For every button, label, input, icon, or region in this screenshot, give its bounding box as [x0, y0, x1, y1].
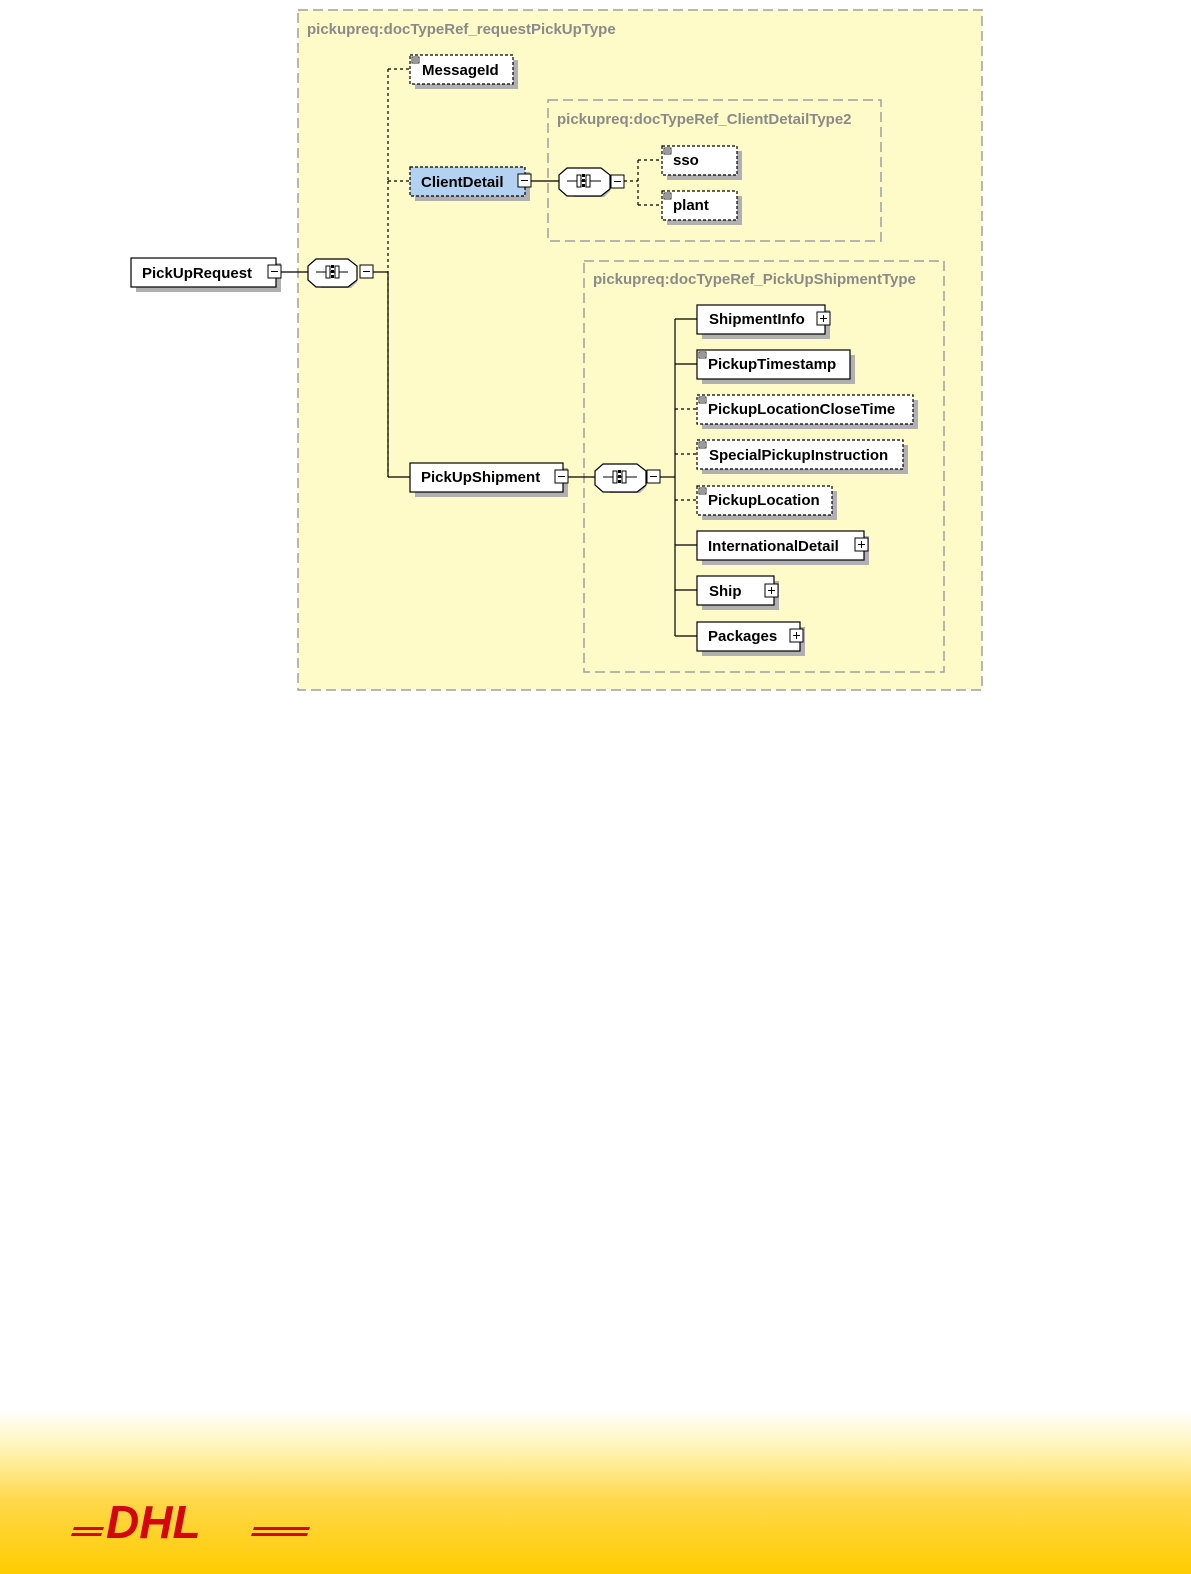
- sequence-compositor[interactable]: [307, 258, 358, 288]
- simple-type-icon: [698, 351, 707, 359]
- node-label-ship: Ship: [709, 583, 742, 600]
- collapse-toggle-sequence-shipment[interactable]: [646, 469, 661, 484]
- node-label-message-id: MessageId: [422, 62, 499, 79]
- expand-toggle-ship[interactable]: [764, 583, 779, 598]
- collapse-toggle-pickup-shipment[interactable]: [554, 469, 569, 484]
- schema-diagram: pickupreq:docTypeRef_requestPickUpType p…: [130, 9, 983, 691]
- node-pickup-location[interactable]: PickupLocation: [696, 485, 837, 520]
- connectors: [281, 68, 697, 637]
- node-pickup-shipment[interactable]: PickUpShipment: [409, 462, 568, 497]
- node-label-pickup-shipment: PickUpShipment: [421, 469, 540, 486]
- node-label-client-detail: ClientDetail: [421, 174, 504, 191]
- sequence-compositor[interactable]: [594, 463, 647, 493]
- node-pickup-location-close-time[interactable]: PickupLocationCloseTime: [696, 394, 918, 429]
- expand-toggle-packages[interactable]: [789, 628, 804, 643]
- simple-type-icon: [698, 487, 707, 495]
- node-label-pickup-location: PickupLocation: [708, 492, 820, 509]
- node-message-id[interactable]: MessageId: [409, 54, 518, 89]
- node-pickup-timestamp[interactable]: PickupTimestamp: [696, 349, 855, 384]
- node-label-sso: sso: [673, 152, 699, 169]
- simple-type-icon: [698, 396, 707, 404]
- footer-banner: DHL: [0, 1410, 1191, 1574]
- node-sso[interactable]: sso: [661, 145, 742, 180]
- node-plant[interactable]: plant: [661, 190, 742, 225]
- node-label-shipment-info: ShipmentInfo: [709, 311, 805, 328]
- node-shipment-info[interactable]: ShipmentInfo: [696, 304, 830, 339]
- dhl-logo: DHL: [71, 1498, 310, 1548]
- node-pickup-request[interactable]: PickUpRequest: [130, 257, 281, 292]
- node-label-pickup-request: PickUpRequest: [142, 265, 252, 282]
- simple-type-icon: [698, 441, 707, 449]
- group-label-shipment-type: pickupreq:docTypeRef_PickUpShipmentType: [593, 271, 916, 288]
- node-international-detail[interactable]: InternationalDetail: [696, 530, 869, 565]
- group-label-client-type: pickupreq:docTypeRef_ClientDetailType2: [557, 111, 852, 128]
- collapse-toggle-sequence-root[interactable]: [359, 264, 374, 279]
- collapse-toggle-pickup-request[interactable]: [267, 264, 282, 279]
- expand-toggle-international-detail[interactable]: [854, 537, 869, 552]
- collapse-toggle-sequence-client[interactable]: [610, 174, 625, 189]
- collapse-toggle-client-detail[interactable]: [517, 173, 532, 188]
- node-packages[interactable]: Packages: [696, 621, 805, 656]
- node-label-international-detail: InternationalDetail: [708, 538, 839, 555]
- node-client-detail[interactable]: ClientDetail: [409, 166, 530, 201]
- simple-type-icon: [411, 56, 420, 64]
- sequence-compositor[interactable]: [558, 167, 611, 197]
- simple-type-icon: [663, 147, 672, 155]
- node-label-pickup-location-close-time: PickupLocationCloseTime: [708, 401, 895, 418]
- group-label-request-type: pickupreq:docTypeRef_requestPickUpType: [307, 21, 616, 38]
- dhl-logo-text: DHL: [106, 1498, 201, 1548]
- node-label-special-pickup-instruction: SpecialPickupInstruction: [709, 447, 888, 464]
- node-label-pickup-timestamp: PickupTimestamp: [708, 356, 836, 373]
- simple-type-icon: [663, 192, 672, 200]
- node-label-packages: Packages: [708, 628, 777, 645]
- expand-toggle-shipment-info[interactable]: [816, 311, 831, 326]
- node-label-plant: plant: [673, 197, 709, 214]
- node-special-pickup-instruction[interactable]: SpecialPickupInstruction: [696, 439, 908, 474]
